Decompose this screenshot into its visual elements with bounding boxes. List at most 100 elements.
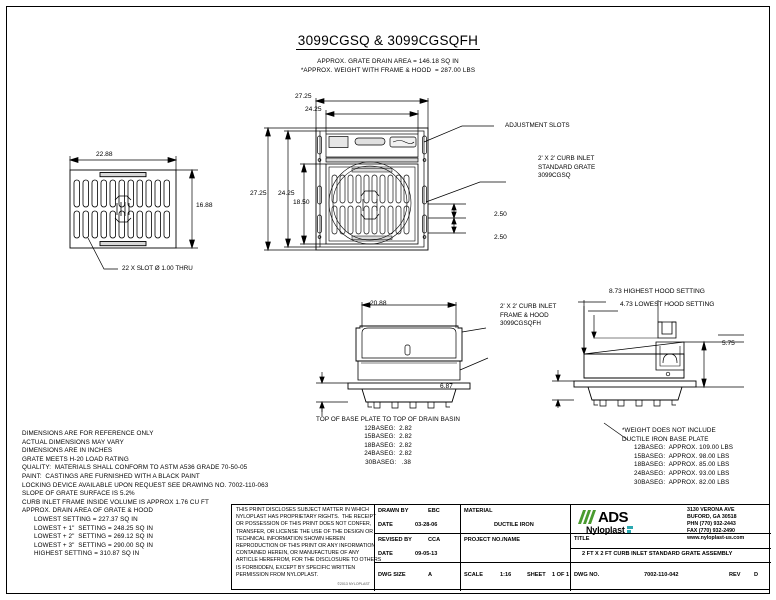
base-plate-note-row: 30BASEG: .38 bbox=[365, 458, 411, 466]
weight-note-line2: DUCTILE IRON BASE PLATE bbox=[622, 435, 709, 443]
weight-row: 24BASEG: APPROX. 93.00 LBS bbox=[634, 469, 730, 477]
legal-notice-text: THIS PRINT DISCLOSES SUBJECT MATTER IN W… bbox=[236, 507, 382, 578]
drawing-title-label: TITLE bbox=[574, 536, 590, 542]
revised-by-label: REVISED BY bbox=[378, 537, 412, 543]
title-block: THIS PRINT DISCLOSES SUBJECT MATTER IN W… bbox=[231, 504, 771, 591]
tb-row-divider-3 bbox=[570, 533, 771, 534]
callout-adjustment-slots: ADJUSTMENT SLOTS bbox=[505, 122, 570, 129]
ads-slashes-icon bbox=[578, 510, 596, 524]
plan-dim-inner-grate: 18.50 bbox=[293, 199, 310, 206]
base-plate-note-title: TOP OF BASE PLATE TO TOP OF DRAIN BASIN bbox=[316, 416, 460, 423]
drain-area-row: LOWEST + 2" SETTING = 269.12 SQ IN bbox=[34, 533, 154, 541]
drawn-by-label: DRAWN BY bbox=[378, 508, 409, 514]
elev-dim-width: 20.88 bbox=[370, 300, 387, 307]
elev-dim-height: 6.87 bbox=[440, 383, 453, 390]
plan-dim-slot-lower: 2.50 bbox=[494, 234, 507, 241]
rev-label: REV bbox=[729, 572, 741, 578]
company-address: 3130 VERONA AVE BUFORD, GA 30518 PHN (77… bbox=[687, 507, 744, 542]
plan-dim-top-inner: 24.25 bbox=[305, 106, 322, 113]
weight-note-block: *WEIGHT DOES NOT INCLUDE DUCTILE IRON BA… bbox=[622, 427, 733, 487]
grate-dim-width: 22.88 bbox=[96, 151, 113, 158]
general-note: SLOPE OF GRATE SURFACE IS 5.2% bbox=[22, 490, 135, 498]
page-title-text: 3099CGSQ & 3099CGSQFH bbox=[295, 33, 481, 50]
base-plate-note-row: 24BASEG: 2.82 bbox=[364, 450, 412, 458]
legal-notice: THIS PRINT DISCLOSES SUBJECT MATTER IN W… bbox=[236, 507, 382, 586]
drain-area-row: HIGHEST SETTING = 310.87 SQ IN bbox=[34, 550, 140, 558]
ads-wordmark: ADS bbox=[598, 509, 628, 526]
dim-lowest-hood-setting: 4.73 LOWEST HOOD SETTING bbox=[620, 301, 715, 308]
sheet-label: SHEET bbox=[527, 572, 546, 578]
date2-value: 09-05-13 bbox=[415, 551, 438, 557]
drain-area-row: LOWEST + 1" SETTING = 248.25 SQ IN bbox=[34, 524, 154, 532]
dwg-no-label: DWG NO. bbox=[574, 572, 600, 578]
dwg-size-value: A bbox=[428, 572, 433, 578]
base-plate-note-row: 18BASEG: 2.82 bbox=[364, 441, 412, 449]
frame-hood-elevation-drawing bbox=[316, 302, 489, 416]
callout-frame-hood-line3: 3099CGSQFH bbox=[500, 320, 541, 328]
callout-standard-grate-line3: 3099CGSQ bbox=[538, 172, 571, 180]
general-note: LOCKING DEVICE AVAILABLE UPON REQUEST SE… bbox=[22, 481, 269, 489]
revised-by-value: CCA bbox=[428, 537, 441, 543]
ads-nyloplast-logo: ADS Nyloplast bbox=[578, 509, 633, 535]
callout-standard-grate-line2: STANDARD GRATE bbox=[538, 163, 596, 171]
assembly-plan-view bbox=[248, 90, 508, 270]
weight-row: 15BASEG: APPROX. 98.00 LBS bbox=[634, 452, 730, 460]
general-note: APPROX. DRAIN AREA OF GRATE & HOOD bbox=[22, 507, 153, 515]
scale-label: SCALE bbox=[464, 572, 483, 578]
subtitle-weight: *APPROX. WEIGHT WITH FRAME & HOOD = 287.… bbox=[300, 67, 476, 74]
date2-label: DATE bbox=[378, 551, 393, 557]
drain-area-row: LOWEST + 3" SETTING = 290.00 SQ IN bbox=[34, 541, 154, 549]
copyright-text: ©2013 NYLOPLAST bbox=[337, 582, 370, 587]
callout-frame-hood: 2' X 2' CURB INLET FRAME & HOOD 3099CGSQ… bbox=[500, 303, 556, 329]
dim-hood-side: 5.75 bbox=[722, 340, 735, 347]
general-notes-block: DIMENSIONS ARE FOR REFERENCE ONLY ACTUAL… bbox=[22, 430, 268, 559]
callout-frame-hood-line1: 2' X 2' CURB INLET bbox=[500, 303, 557, 310]
plan-dim-top-outer: 27.25 bbox=[295, 93, 312, 100]
hood-setting-elevation-drawing bbox=[552, 300, 744, 441]
assembly-plan-drawing bbox=[264, 98, 506, 252]
grate-plan-drawing bbox=[68, 156, 198, 270]
base-plate-note-block: TOP OF BASE PLATE TO TOP OF DRAIN BASIN … bbox=[316, 416, 460, 468]
tb-row-divider-2 bbox=[374, 562, 771, 563]
tb-divider-2 bbox=[460, 505, 461, 591]
plan-dim-left-inner: 24.25 bbox=[278, 190, 295, 197]
frame-hood-elevation-view bbox=[300, 288, 490, 416]
drawn-by-value: EBC bbox=[428, 508, 440, 514]
general-note: ACTUAL DIMENSIONS MAY VARY bbox=[22, 438, 124, 446]
drawing-title-value: 2 FT X 2 FT CURB INLET STANDARD GRATE AS… bbox=[582, 551, 733, 557]
material-label: MATERIAL bbox=[464, 508, 493, 514]
tb-divider-1 bbox=[374, 505, 375, 591]
dwg-no-value: 7002-110-042 bbox=[644, 572, 679, 578]
grate-dim-height: 16.88 bbox=[196, 202, 213, 209]
grate-plan-view bbox=[48, 148, 248, 278]
general-note: CURB INLET FRAME INSIDE VOLUME IS APPROX… bbox=[22, 498, 209, 506]
weight-row: 18BASEG: APPROX. 85.00 LBS bbox=[634, 461, 730, 469]
tb-row-divider-4 bbox=[570, 548, 771, 549]
dwg-size-label: DWG SIZE bbox=[378, 572, 406, 578]
base-plate-note-row: 15BASEG: 2.82 bbox=[364, 433, 412, 441]
subtitle-drain-area: APPROX. GRATE DRAIN AREA = 146.18 SQ IN bbox=[317, 58, 459, 65]
date1-value: 03-28-06 bbox=[415, 522, 438, 528]
project-label: PROJECT NO./NAME bbox=[464, 537, 520, 543]
general-note: GRATE MEETS H-20 LOAD RATING bbox=[22, 455, 129, 463]
grate-callout-slots: 22 X SLOT Ø 1.00 THRU bbox=[122, 265, 193, 272]
dim-highest-hood-setting: 8.73 HIGHEST HOOD SETTING bbox=[609, 288, 705, 295]
callout-standard-grate-line1: 2' X 2' CURB INLET bbox=[538, 155, 595, 162]
rev-value: D bbox=[754, 572, 759, 578]
page-title: 3099CGSQ & 3099CGSQFH bbox=[0, 33, 776, 50]
plan-dim-left-outer: 27.25 bbox=[250, 190, 267, 197]
scale-value: 1:16 bbox=[500, 572, 512, 578]
nyloplast-wordmark: Nyloplast bbox=[586, 525, 625, 535]
nyloplast-mark-icon bbox=[626, 526, 633, 533]
callout-standard-grate: 2' X 2' CURB INLET STANDARD GRATE 3099CG… bbox=[538, 155, 595, 181]
material-value: DUCTILE IRON bbox=[494, 522, 534, 528]
general-note: DIMENSIONS ARE IN INCHES bbox=[22, 447, 113, 455]
drain-area-row: LOWEST SETTING = 227.37 SQ IN bbox=[34, 515, 138, 523]
general-note: PAINT: CASTINGS ARE FURNISHED WITH A BLA… bbox=[22, 472, 200, 480]
general-note: DIMENSIONS ARE FOR REFERENCE ONLY bbox=[22, 430, 154, 437]
weight-row: 30BASEG: APPROX. 82.00 LBS bbox=[634, 478, 730, 486]
plan-dim-slot-upper: 2.50 bbox=[494, 211, 507, 218]
weight-note-line1: *WEIGHT DOES NOT INCLUDE bbox=[622, 427, 716, 434]
weight-row: 12BASEG: APPROX. 109.00 LBS bbox=[634, 444, 734, 452]
